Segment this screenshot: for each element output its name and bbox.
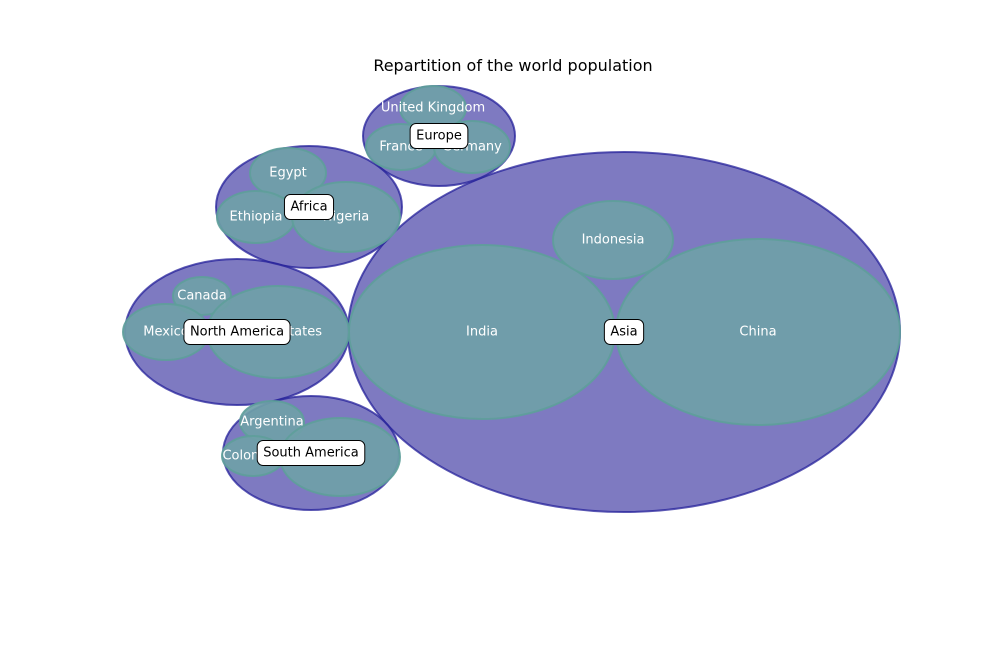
group-label-box-north-america: [183, 319, 291, 345]
group-label-asia: Asia: [603, 319, 645, 345]
country-bubble-canada: [172, 276, 232, 316]
country-label-canada: Canada: [177, 289, 226, 304]
country-label-argentina: Argentina: [240, 415, 303, 430]
group-label-europe: Europe: [409, 123, 469, 149]
country-label-nigeria: Nigeria: [323, 210, 370, 225]
country-label-china: China: [739, 325, 776, 340]
country-label-egypt: Egypt: [269, 166, 307, 181]
country-label-mexico: Mexico: [143, 325, 188, 340]
group-label-south-america: South America: [256, 440, 366, 466]
group-label-box-africa: [283, 194, 335, 220]
group-label-box-south-america: [256, 440, 366, 466]
country-label-ethiopia: Ethiopia: [230, 210, 283, 225]
group-label-africa: Africa: [283, 194, 335, 220]
group-label-north-america: North America: [183, 319, 291, 345]
chart-title: Repartition of the world population: [373, 56, 652, 75]
group-label-box-europe: [409, 123, 469, 149]
group-label-box-asia: [603, 319, 645, 345]
country-label-indonesia: Indonesia: [582, 233, 645, 248]
group-label-text-africa: Africa: [290, 200, 327, 215]
country-bubble-indonesia: [552, 200, 674, 280]
group-label-text-south-america: South America: [263, 446, 359, 461]
group-label-text-asia: Asia: [610, 325, 637, 340]
group-label-text-north-america: North America: [190, 325, 284, 340]
group-label-text-europe: Europe: [416, 129, 462, 144]
country-label-india: India: [466, 325, 498, 340]
country-label-united-kingdom: United Kingdom: [381, 101, 485, 116]
